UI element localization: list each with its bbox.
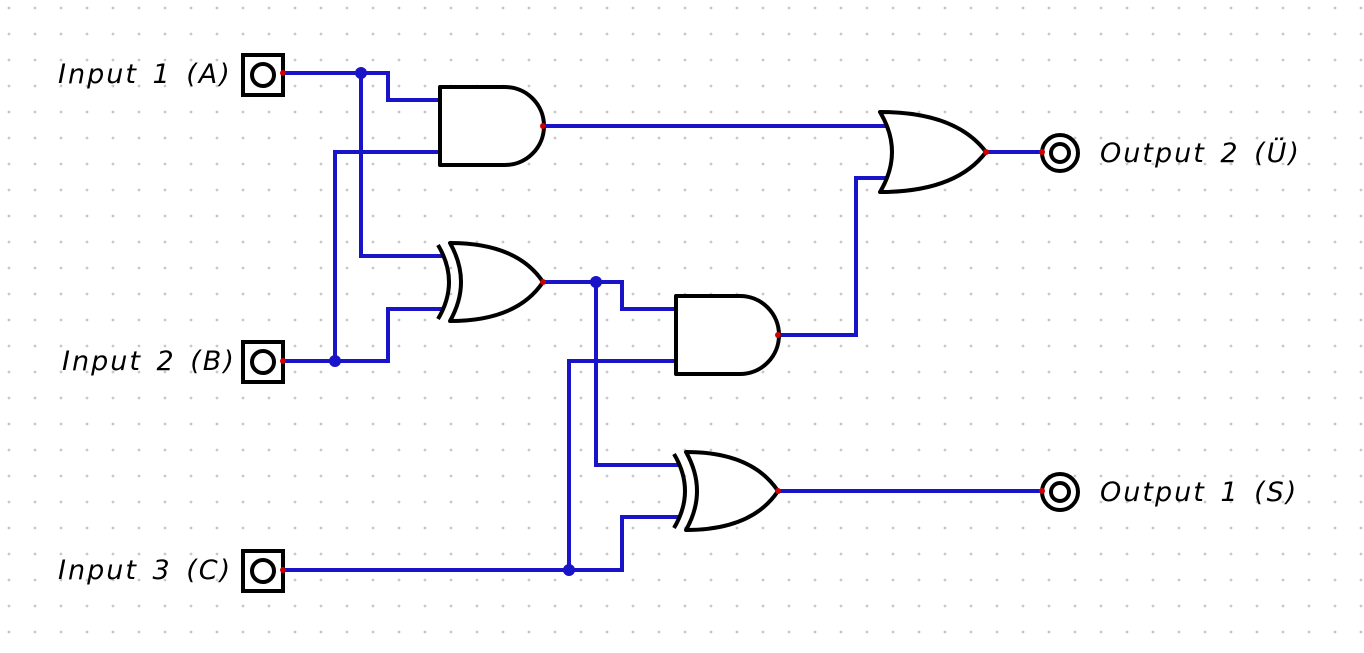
- wire-input-c-to-and2: [567, 359, 678, 572]
- pin-dot: [280, 567, 286, 573]
- and-gate-2[interactable]: [674, 294, 781, 376]
- output-pin-1[interactable]: [1040, 472, 1080, 512]
- output-pin-2[interactable]: [1040, 133, 1080, 173]
- input-label-b: Input 2 (B): [62, 346, 236, 377]
- wire-input-c: [281, 515, 678, 572]
- pin-dots: [280, 70, 1045, 573]
- pin-dot: [1039, 488, 1045, 494]
- pin-dot: [983, 149, 989, 155]
- pin-dot: [280, 358, 286, 364]
- or-gate[interactable]: [878, 110, 988, 194]
- junction-dot: [590, 276, 602, 288]
- input-pin-a[interactable]: [241, 53, 285, 97]
- output-label-1: Output 1 (S): [1100, 477, 1299, 508]
- input-label-c: Input 3 (C): [58, 555, 233, 586]
- and-gate-1[interactable]: [438, 85, 546, 167]
- junction-dot: [563, 564, 575, 576]
- xor-gate-1-extra-arc: [436, 243, 451, 321]
- junctions: [329, 67, 602, 576]
- wire-input-b-to-and1: [333, 150, 442, 363]
- wire-xor1-out: [541, 280, 678, 311]
- wires: [281, 71, 1044, 572]
- xor-gate-2-extra-arc: [672, 452, 687, 530]
- wire-input-a-to-xor1: [359, 71, 442, 258]
- grid-dots: [7, 6, 1363, 634]
- input-pin-b[interactable]: [241, 340, 285, 384]
- junction-dot: [329, 355, 341, 367]
- pin-dot: [775, 332, 781, 338]
- pin-dot: [540, 279, 546, 285]
- wire-and2-to-or: [776, 176, 886, 337]
- gates: [436, 85, 988, 532]
- wire-input-b: [281, 307, 442, 363]
- wire-input-a: [281, 71, 442, 102]
- input-pin-c[interactable]: [241, 549, 285, 593]
- xor-gate-2[interactable]: [684, 450, 780, 532]
- wire-xor1-to-xor2: [594, 280, 678, 467]
- junction-dot: [355, 67, 367, 79]
- pin-dot: [775, 488, 781, 494]
- xor-gate-1[interactable]: [448, 241, 545, 323]
- pin-dot: [280, 70, 286, 76]
- output-label-2: Output 2 (Ü): [1100, 138, 1301, 169]
- pin-dot: [540, 123, 546, 129]
- io-pins: [241, 53, 1080, 593]
- pin-dot: [1039, 149, 1045, 155]
- input-label-a: Input 1 (A): [58, 59, 232, 90]
